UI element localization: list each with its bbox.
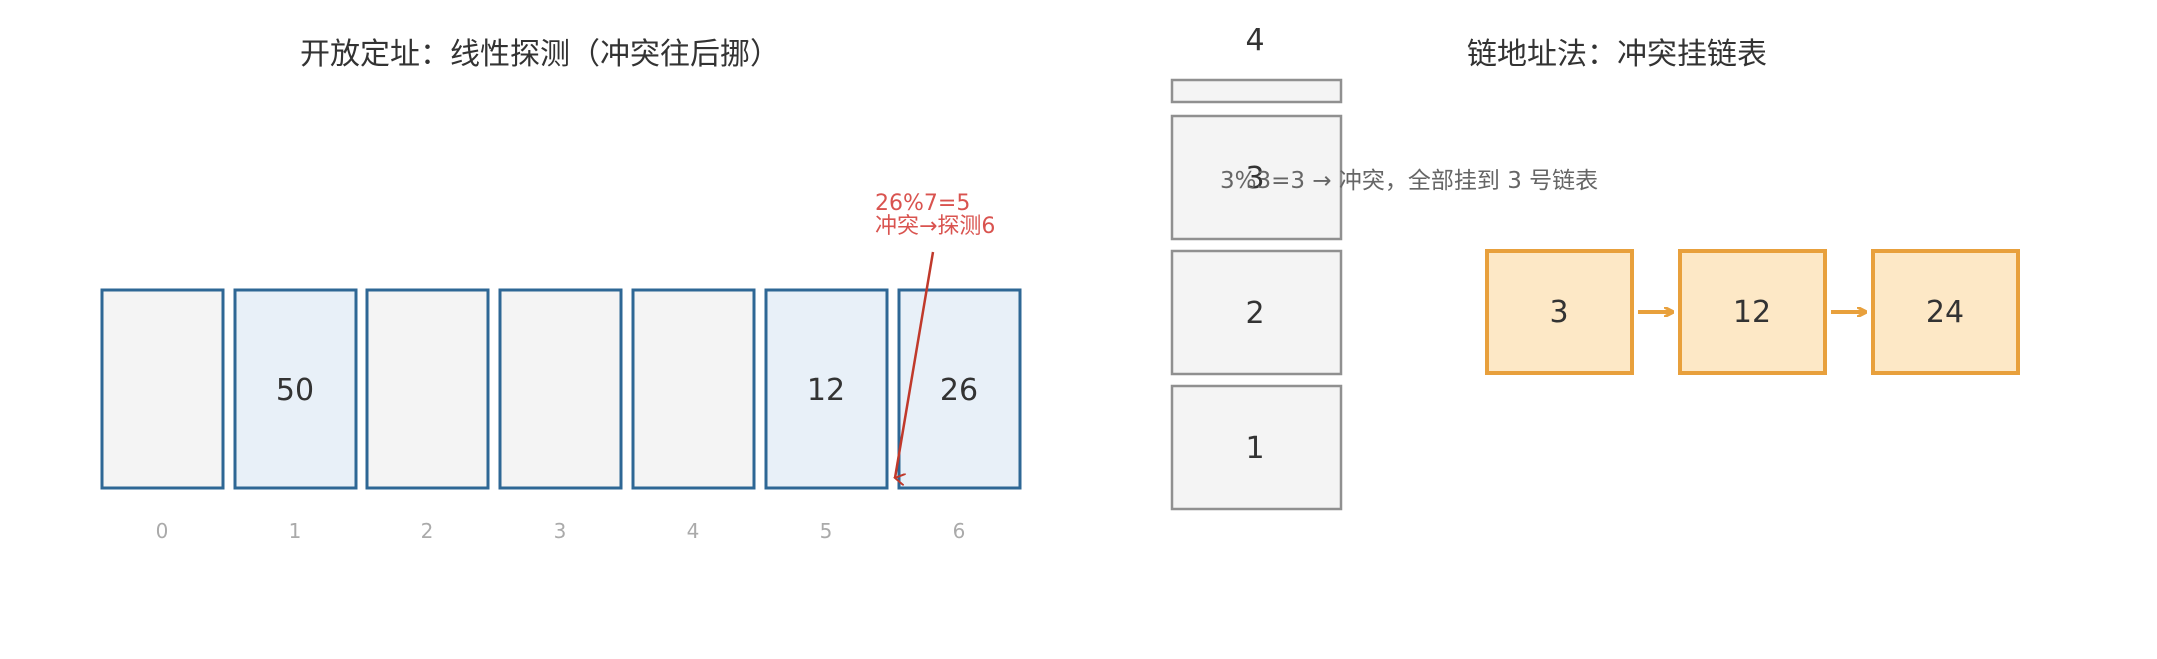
bucket-2: 2 — [1170, 249, 1343, 376]
bucket-3: 3 — [1170, 114, 1343, 241]
slot-3-index: 3 — [554, 519, 567, 543]
slot-1: 50 1 — [233, 288, 358, 543]
bucket-4-label: 4 — [1245, 23, 1264, 58]
open-addressing-title: 开放定址：线性探测（冲突往后挪） — [300, 37, 780, 72]
slot-5-box — [764, 288, 889, 490]
slot-5-index: 5 — [820, 519, 833, 543]
slot-5: 12 5 — [764, 288, 889, 543]
bucket-2-label: 2 — [1245, 296, 1264, 331]
slot-2: 2 — [365, 288, 490, 543]
bucket-1: 1 — [1170, 384, 1343, 511]
slot-6: 26 6 — [897, 288, 1022, 543]
slot-0-box — [100, 288, 225, 490]
slot-1-value: 50 — [276, 373, 314, 408]
chain-node-2: 24 — [1871, 249, 2020, 375]
bucket-4-box — [1170, 78, 1343, 104]
chain-node-1: 12 — [1678, 249, 1827, 375]
probe-arrow — [895, 251, 935, 478]
probe-annotation-line1: 26%7=5 — [875, 191, 970, 216]
slot-0-index: 0 — [156, 519, 169, 543]
chain-node-0-box — [1485, 249, 1634, 375]
slot-6-value: 26 — [940, 373, 978, 408]
slot-3: 3 — [498, 288, 623, 543]
probe-annotation-line2: 冲突→探测6 — [875, 214, 995, 239]
slot-1-index: 1 — [289, 519, 302, 543]
slot-0: 0 — [100, 288, 225, 543]
bucket-3-label: 3 — [1245, 161, 1264, 196]
chain-node-1-value: 12 — [1733, 295, 1771, 330]
chain-node-0: 3 — [1485, 249, 1634, 375]
slot-2-index: 2 — [421, 519, 434, 543]
slot-6-box — [897, 288, 1022, 490]
chaining-title: 链地址法：冲突挂链表 — [1467, 37, 1767, 72]
slot-2-box — [365, 288, 490, 490]
slot-5-value: 12 — [807, 373, 845, 408]
chain-node-2-box — [1871, 249, 2020, 375]
bucket-3-box — [1170, 114, 1343, 241]
chain-node-2-value: 24 — [1926, 295, 1964, 330]
slot-1-box — [233, 288, 358, 490]
chain-node-1-box — [1678, 249, 1827, 375]
bucket-2-box — [1170, 249, 1343, 376]
slot-4: 4 — [631, 288, 756, 543]
slot-6-index: 6 — [953, 519, 966, 543]
bucket-1-box — [1170, 384, 1343, 511]
chaining-note: 3%3=3 → 冲突，全部挂到 3 号链表 — [1220, 168, 1598, 194]
bucket-1-label: 1 — [1245, 431, 1264, 466]
slot-3-box — [498, 288, 623, 490]
slot-4-box — [631, 288, 756, 490]
slot-4-index: 4 — [687, 519, 700, 543]
chain-node-0-value: 3 — [1549, 295, 1568, 330]
